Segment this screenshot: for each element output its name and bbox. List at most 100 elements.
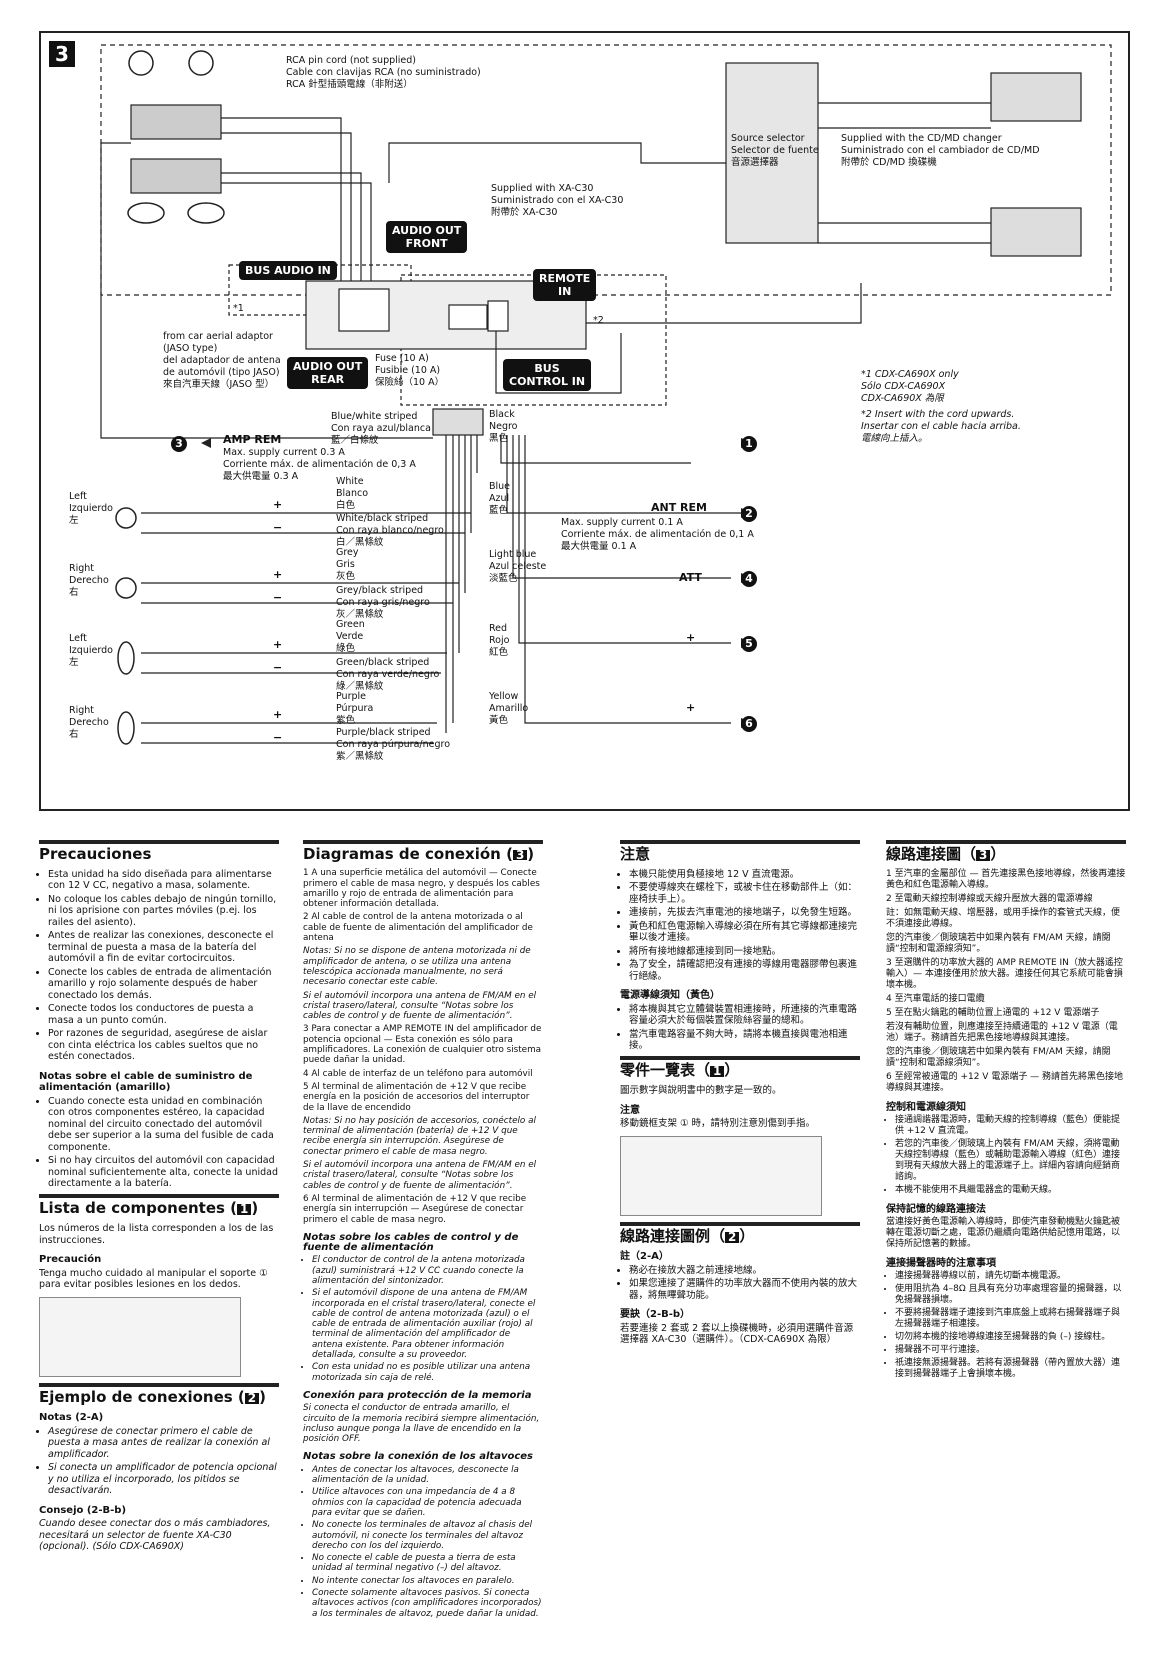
audio-out-front-tag: AUDIO OUT FRONT <box>386 221 468 253</box>
notas2-title: Notas (2-A) <box>39 1412 104 1423</box>
list-item: 如果您連接了選購件的功率放大器而不使用內裝的放大器，將無嗶聲功能。 <box>629 1278 860 1301</box>
lr-minus: − <box>273 661 283 674</box>
ant-rem-label: ANT REM <box>651 501 707 514</box>
bus-control-in-tag: BUS CONTROL IN <box>503 359 592 391</box>
rf-minus: − <box>273 591 283 604</box>
lr-plus: + <box>273 638 283 651</box>
column-spanish-1: Precauciones Esta unidad ha sido diseñad… <box>39 840 279 1556</box>
list-item: 將本機與其它立體聲裝置相連接時，所連接的汽車電路容量必須大於每個裝置保險絲容量的… <box>629 1004 860 1027</box>
num-4: 4 <box>741 571 757 587</box>
item: 註：如無電動天線、增壓器，或用手操作的套管式天線，便不須連接此導線。 <box>886 908 1121 929</box>
list-item: Antes de conectar los altavoces, descone… <box>312 1465 543 1486</box>
list-item: 使用阻抗為 4–8Ω 且具有充分功率處理容量的揚聲器，以免揚聲器損壞。 <box>895 1284 1126 1306</box>
item: 2 至電動天線控制導線或天線升壓放大器的電源導線 <box>886 894 1093 904</box>
rf-plus: + <box>273 568 283 581</box>
precauciones-title: Precauciones <box>39 840 279 861</box>
lf-plus: + <box>273 498 283 511</box>
lf-minus: − <box>273 521 283 534</box>
list-item: Conecte todos los conductores de puesta … <box>48 1003 279 1026</box>
mem-title: 保持記憶的線路連接法 <box>886 1204 986 1215</box>
list-item: 連接前，先拔去汽車電池的接地端子，以免發生短路。 <box>629 907 860 919</box>
parts-title: 零件一覽表（1） <box>620 1055 860 1077</box>
column-chinese-1: 注意 本機只能使用負極接地 12 V 直流電源。 不要使導線夾在螺栓下，或被卡住… <box>620 840 860 1349</box>
yellow-label: Yellow Amarillo 黃色 <box>489 691 529 726</box>
speaker-left-front: Left Izquierdo 左 <box>69 491 113 526</box>
ejemplo-title: Ejemplo de conexiones (2) <box>39 1382 279 1404</box>
diagramas-title: Diagramas de conexión (3) <box>303 840 543 862</box>
memoria-text: Si conecta el conductor de entrada amari… <box>303 1403 540 1445</box>
list-item: 不要使導線夾在螺栓下，或被卡住在移動部件上（如：座椅扶手上）。 <box>629 882 860 905</box>
lista-title: Lista de componentes (1) <box>39 1193 279 1215</box>
item: Si el automóvil incorpora una antena de … <box>303 990 537 1022</box>
list-item: Por razones de seguridad, asegúrese de a… <box>48 1028 279 1063</box>
precaucion-text: Tenga mucho cuidado al manipular el sopo… <box>39 1267 268 1291</box>
wiring-diagram: 3 RCA pin cord (not supplied) Cable con … <box>39 31 1130 811</box>
list-item: 切勿將本機的接地導線連接至揚聲器的負 (–) 接線柱。 <box>895 1332 1126 1343</box>
audio-out-rear-tag: AUDIO OUT REAR <box>287 357 369 389</box>
zhuyi-title: 注意 <box>620 840 860 861</box>
aerial-label: from car aerial adaptor (JASO type) del … <box>163 331 281 390</box>
precaucion-title: Precaución <box>39 1254 102 1265</box>
item: 4 至汽車電話的接口電纜 <box>886 994 985 1004</box>
mem-text: 當連接好黃色電源輸入導線時，即使汽車發動機點火鑰匙被轉在電源切斷之處，電源仍繼續… <box>886 1217 1121 1249</box>
speaker-right-front: Right Derecho 右 <box>69 563 109 598</box>
rr-minus: − <box>273 731 283 744</box>
item: 您的汽車後／側玻璃若中如果內裝有 FM/AM 天線，請閱讀“控制和電源線須知”。 <box>886 1047 1111 1068</box>
note2-label: *2 Insert with the cord upwards. Inserta… <box>861 409 1021 444</box>
remote-in-tag: REMOTE IN <box>533 269 597 301</box>
section-number: 3 <box>49 41 75 67</box>
item: 2 Al cable de control de la antena motor… <box>303 912 533 944</box>
caution-title: 注意 <box>620 1104 640 1116</box>
blue-label: Blue Azul 藍色 <box>489 481 511 516</box>
item: 3 至選購件的功率放大器的 AMP REMOTE IN（放大器遙控輸入）— 本連… <box>886 958 1123 990</box>
list-item: 若您的汽車後／側玻璃上內裝有 FM/AM 天線，須將電動天線控制導線（藍色）或輔… <box>895 1139 1126 1183</box>
num-3: 3 <box>171 436 187 452</box>
grey-label: Grey Gris 灰色 <box>336 547 359 582</box>
list-item: 為了安全，請確認把沒有連接的導線用電器膠帶包裹進行絕緣。 <box>629 959 860 982</box>
note1-label: *1 CDX-CA690X only Sólo CDX-CA690X CDX-C… <box>861 369 959 404</box>
bracket-illustration <box>620 1135 822 1216</box>
altavoces-title: Notas sobre la conexión de los altavoces <box>303 1451 533 1463</box>
num-5: 5 <box>741 636 757 652</box>
notas-title: Notas sobre el cable de suministro de al… <box>39 1070 253 1094</box>
list-item: 務必在接放大器之前連接地線。 <box>629 1265 860 1277</box>
column-spanish-2: Diagramas de conexión (3) 1 A una superf… <box>303 840 543 1623</box>
supplied-changer-label: Supplied with the CD/MD changer Suminist… <box>841 133 1040 168</box>
list-item: 本機不能使用不具繼電器盒的電動天線。 <box>895 1185 1126 1196</box>
purple-black-label: Purple/black striped Con raya púrpura/ne… <box>336 727 451 762</box>
bus-audio-in-tag: BUS AUDIO IN <box>239 261 337 280</box>
white-black-label: White/black striped Con raya blanco/negr… <box>336 513 444 548</box>
list-item: 接通調諧器電源時，電動天線的控制導線（藍色）便能提供 +12 V 直流電。 <box>895 1115 1126 1137</box>
speaker-left-rear: Left Izquierdo 左 <box>69 633 113 668</box>
black-label: Black Negro 黑色 <box>489 409 518 444</box>
list-item: 本機只能使用負極接地 12 V 直流電源。 <box>629 869 860 881</box>
item: 4 Al cable de interfaz de un teléfono pa… <box>303 1068 533 1079</box>
item: Notas: Si no hay posición de accesorios,… <box>303 1115 536 1157</box>
parts-text: 圖示數字與說明書中的數字是一致的。 <box>620 1085 782 1096</box>
list-item: Cuando conecte esta unidad en combinació… <box>48 1096 279 1154</box>
spk-title: 連接揚聲器時的注意事項 <box>886 1258 996 1269</box>
list-item: Asegúrese de conectar primero el cable d… <box>48 1426 279 1461</box>
grey-black-label: Grey/black striped Con raya gris/negro 灰… <box>336 585 430 620</box>
memoria-title: Conexión para protección de la memoria <box>303 1389 532 1401</box>
supplied-xa-label: Supplied with XA-C30 Suministrado con el… <box>491 183 624 218</box>
list-item: 祇連接無源揚聲器。若將有源揚聲器（帶內置放大器）連接到揚聲器端子上會損壞本機。 <box>895 1358 1126 1380</box>
ctrl-title: 控制和電源線須知 <box>886 1102 966 1113</box>
bracket-illustration <box>39 1296 241 1377</box>
item: 1 至汽車的金屬部位 — 首先連接黑色接地導線，然後再連接黃色和紅色電源輸入導線… <box>886 869 1126 890</box>
list-item: Si el automóvil dispone de una antena de… <box>312 1288 543 1360</box>
control-title: Notas sobre los cables de control y de f… <box>303 1231 519 1254</box>
att-label: ATT <box>679 571 702 584</box>
blue-white-label: Blue/white striped Con raya azul/blanca … <box>331 411 431 446</box>
list-item: El conductor de control de la antena mot… <box>312 1255 543 1286</box>
list-item: 當汽車電路容量不夠大時，請將本機直接與電池相連接。 <box>629 1029 860 1052</box>
list-item: Antes de realizar las conexiones, descon… <box>48 930 279 965</box>
star2-mark: *2 <box>593 315 604 326</box>
note-a-title: 註（2-A） <box>620 1251 669 1262</box>
num-2: 2 <box>741 506 757 522</box>
green-black-label: Green/black striped Con raya verde/negro… <box>336 657 440 692</box>
caution-text: 移動鏡框支架 ① 時，請特別注意別傷到手指。 <box>620 1118 816 1129</box>
consejo-text: Cuando desee conectar dos o más cambiado… <box>39 1518 271 1552</box>
list-item: No coloque los cables debajo de ningún t… <box>48 894 279 929</box>
amp-rem-label: AMP REM <box>223 433 282 446</box>
